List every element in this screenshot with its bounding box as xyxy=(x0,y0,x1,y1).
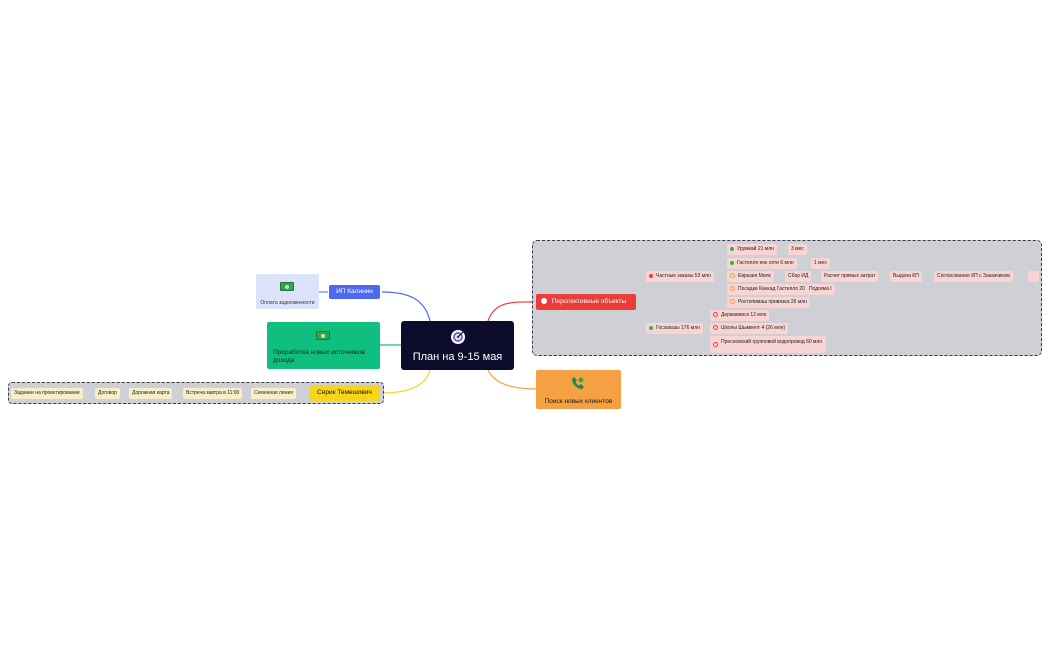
private-item-rostopimash[interactable]: Ростопимаш привязка 26 млн xyxy=(727,297,810,308)
private-item-urumkai[interactable]: Урумкай 21 млн xyxy=(727,244,777,255)
status-ring-icon xyxy=(713,312,718,318)
client-search-topic[interactable]: Поиск новых клиентов xyxy=(536,370,621,409)
kalinin-topic[interactable]: ИП Калинин xyxy=(329,285,380,299)
status-dot-icon xyxy=(730,260,734,265)
serik-topic-label: Серик Темешович xyxy=(317,389,372,396)
play-icon xyxy=(541,297,547,304)
serik-item-seed-line[interactable]: Семенная линия xyxy=(251,388,296,399)
kankad-next-step[interactable]: Подгема I xyxy=(806,284,835,295)
gov-item-derzhavinsk[interactable]: Державинск 12 млн xyxy=(710,310,770,321)
serik-item-design-task[interactable]: Задание на проектирование xyxy=(11,388,83,399)
serik-item-meeting[interactable]: Встреча завтра в 11:00 xyxy=(183,388,243,399)
phone-icon xyxy=(572,377,584,389)
gastello-duration[interactable]: 1 мес xyxy=(811,258,830,269)
status-ring-icon xyxy=(713,341,718,347)
urumkai-duration[interactable]: 3 мес xyxy=(788,244,807,255)
red-dot-icon xyxy=(649,273,653,278)
client-search-label: Поиск новых клиентов xyxy=(544,398,613,405)
private-item-gastello-networks[interactable]: Гастелло енк сети 6 млн xyxy=(727,258,797,269)
eurasia-step-next[interactable] xyxy=(1028,271,1039,282)
prospects-topic-label: Перспективные объекты xyxy=(551,298,627,305)
status-dot-icon xyxy=(730,246,734,251)
serik-item-roadmap[interactable]: Дорожная карта xyxy=(129,388,173,399)
green-dot-icon xyxy=(649,325,653,330)
status-ring-icon xyxy=(730,286,735,292)
kalinin-debt-label: Оплата задолженности xyxy=(260,300,315,306)
gov-item-shymkent-schools[interactable]: Школы Шымкент 4 (26 млн) xyxy=(710,323,789,334)
eurasia-step-approve-kp[interactable]: Согласование КП с Заказчиком xyxy=(934,271,1013,282)
target-icon xyxy=(451,330,465,344)
central-topic-title: План на 9-15 мая xyxy=(412,351,503,363)
gov-item-presnovsky-water[interactable]: Пресновский групповой водопровод 60 млн xyxy=(710,336,826,353)
private-item-kankad-landings[interactable]: Посадки Канкад Гастелло 20 xyxy=(727,284,808,295)
money-icon xyxy=(280,282,294,291)
central-topic[interactable]: План на 9-15 мая xyxy=(401,321,514,370)
private-orders-topic[interactable]: Частные заказы 53 млн xyxy=(646,271,714,282)
eurasia-step-collect-data[interactable]: Сбор ИД xyxy=(785,271,812,282)
gov-orders-topic[interactable]: Госзаказы 176 млн xyxy=(646,323,703,334)
income-sources-topic[interactable]: Проработка новых источников дохода xyxy=(267,322,380,369)
eurasia-step-issue-kp[interactable]: Выдача КП xyxy=(890,271,922,282)
serik-item-contract[interactable]: Договор xyxy=(95,388,120,399)
money-icon xyxy=(316,331,330,340)
eurasia-step-direct-costs[interactable]: Расчет прямых затрат xyxy=(821,271,879,282)
kalinin-debt-card[interactable]: Оплата задолженности xyxy=(256,274,319,309)
kalinin-topic-label: ИП Калинин xyxy=(336,288,373,295)
private-item-eurasia-milk[interactable]: Евразия Милк xyxy=(727,271,774,282)
status-ring-icon xyxy=(730,299,735,305)
income-sources-label: Проработка новых источников дохода xyxy=(273,349,365,364)
status-ring-icon xyxy=(730,273,735,279)
serik-topic[interactable]: Серик Темешович xyxy=(309,385,380,401)
prospects-topic[interactable]: Перспективные объекты xyxy=(536,294,636,310)
status-ring-icon xyxy=(713,325,718,331)
